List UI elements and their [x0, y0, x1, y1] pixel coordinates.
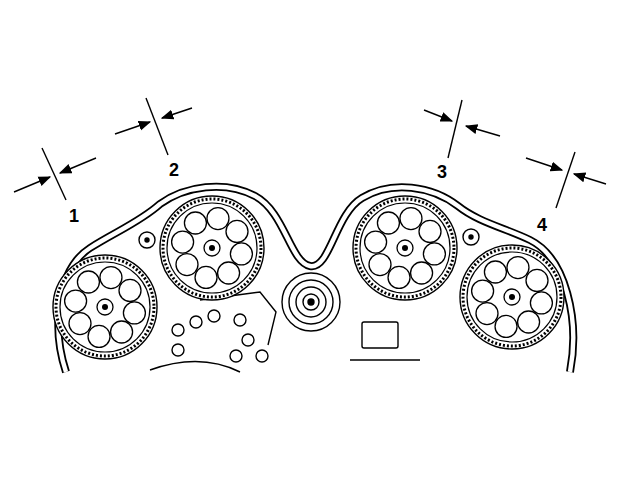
callout-number: 3: [436, 163, 448, 181]
sprockets: [53, 196, 564, 359]
tensioner: [139, 229, 479, 331]
callout-number: 2: [168, 161, 180, 179]
callout-number: 1: [68, 207, 80, 225]
cam-sprocket: [353, 196, 457, 300]
cam-sprocket: [460, 245, 564, 349]
cam-sprocket: [160, 196, 264, 300]
cam-sprocket: [53, 255, 157, 359]
dimension-lines: [14, 98, 606, 208]
callout-number: 4: [536, 216, 548, 234]
